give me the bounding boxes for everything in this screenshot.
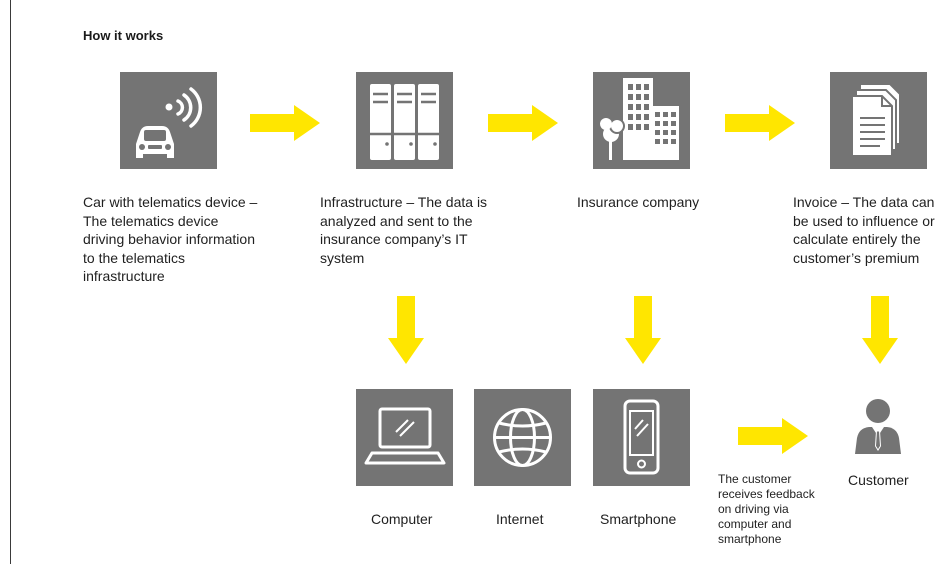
laptop-icon bbox=[364, 407, 446, 465]
arrow-infrastructure-down bbox=[388, 296, 424, 364]
smartphone-icon bbox=[623, 399, 660, 475]
arrow-feedback-to-customer bbox=[738, 418, 808, 454]
caption-invoice: Invoice – The data can be used to influe… bbox=[793, 194, 935, 266]
server-rack-icon bbox=[370, 84, 439, 160]
car-telematics-box bbox=[120, 72, 217, 169]
arrow-invoice-down bbox=[862, 296, 898, 364]
infrastructure-box bbox=[356, 72, 453, 169]
car-telematics-icon bbox=[136, 87, 203, 158]
internet-box bbox=[474, 389, 571, 486]
caption-infrastructure: Infrastructure – The data is analyzed an… bbox=[320, 194, 488, 266]
office-buildings-icon bbox=[600, 78, 679, 160]
arrow-insurance-down bbox=[625, 296, 661, 364]
computer-box bbox=[356, 389, 453, 486]
arrow-insurance-to-invoice bbox=[725, 105, 795, 141]
arrow-car-to-infrastructure bbox=[250, 105, 320, 141]
left-border-line bbox=[10, 0, 11, 564]
smartphone-box bbox=[593, 389, 690, 486]
caption-computer: Computer bbox=[371, 511, 433, 527]
customer-person-icon bbox=[855, 399, 901, 454]
caption-insurance: Insurance company bbox=[577, 194, 700, 210]
invoice-documents-icon bbox=[851, 83, 901, 157]
caption-feedback: The customer receives feedback on drivin… bbox=[718, 472, 815, 546]
caption-car: Car with telematics device – The telemat… bbox=[83, 194, 258, 284]
page-title: How it works bbox=[83, 28, 164, 43]
caption-internet: Internet bbox=[496, 511, 544, 527]
insurance-box bbox=[593, 72, 690, 169]
arrow-infrastructure-to-insurance bbox=[488, 105, 558, 141]
globe-icon bbox=[493, 408, 552, 467]
caption-smartphone: Smartphone bbox=[600, 511, 677, 527]
invoice-box bbox=[830, 72, 927, 169]
caption-customer: Customer bbox=[848, 472, 909, 488]
